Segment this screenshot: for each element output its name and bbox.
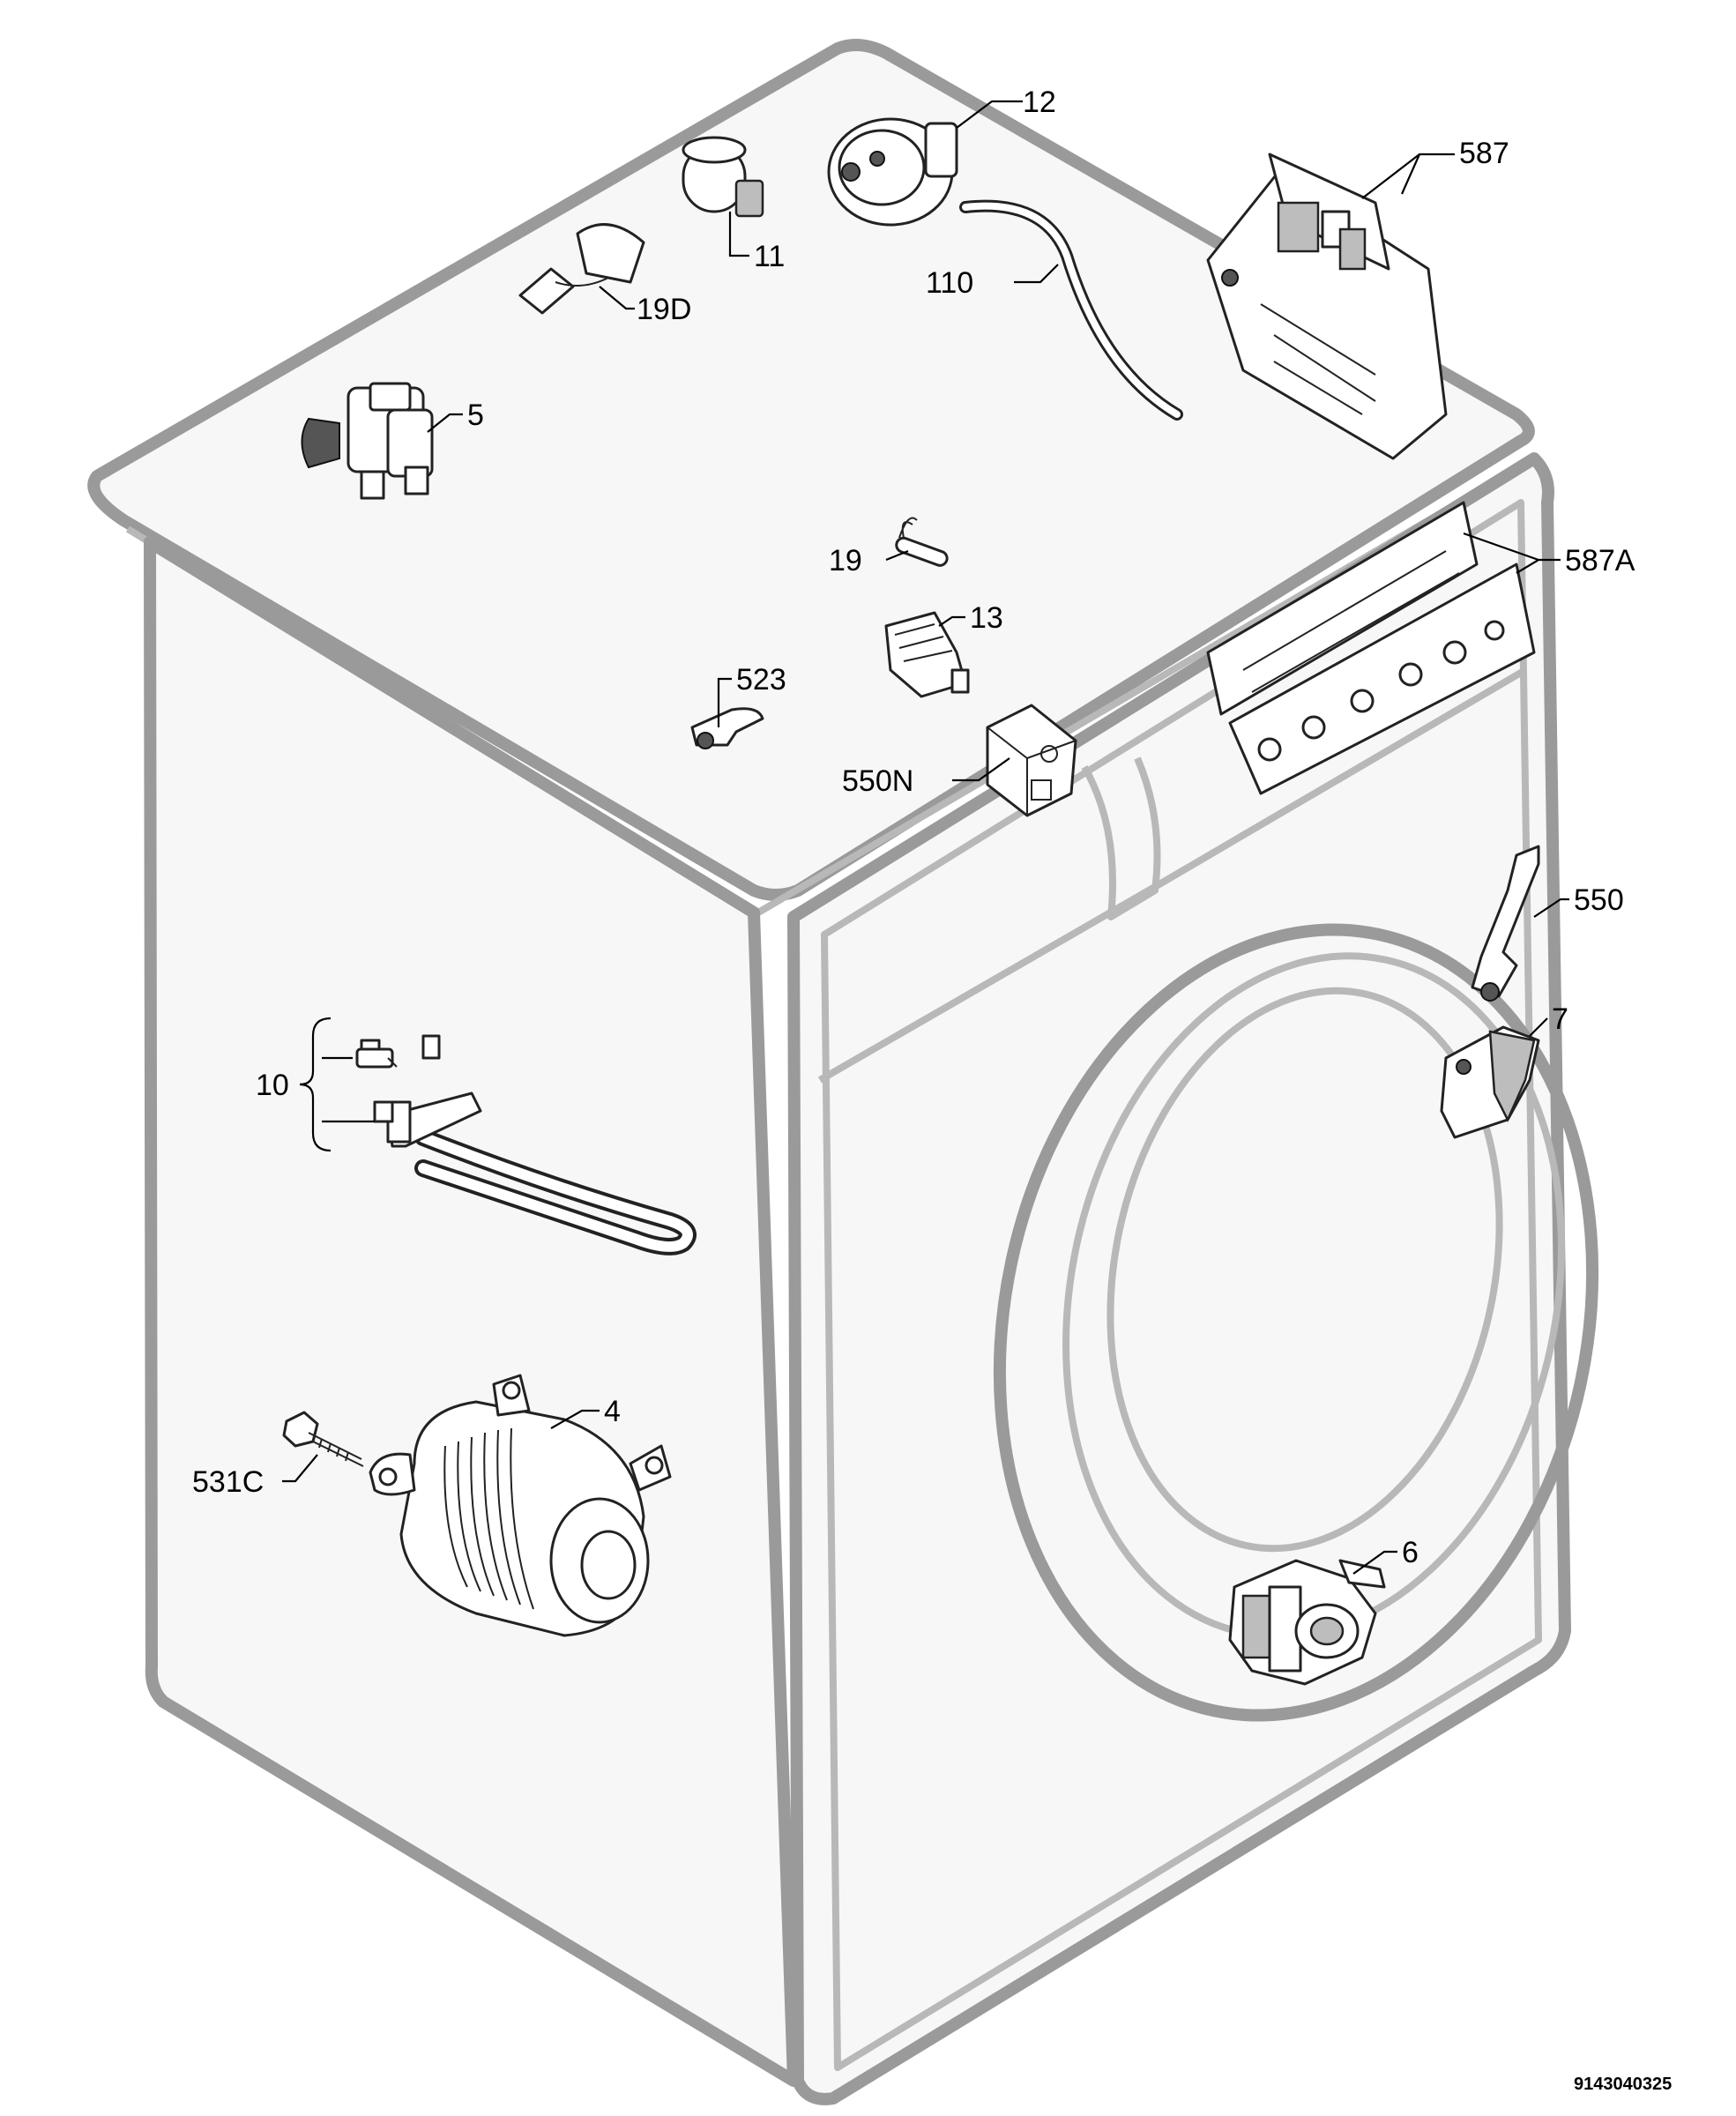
cabinet-top	[87, 39, 1535, 901]
part-587-main-board	[1206, 153, 1448, 460]
leader-587	[1361, 153, 1455, 199]
leader-587A	[1463, 532, 1561, 574]
callout-6: 6	[1402, 1536, 1419, 1569]
diagram-reference-number: 9143040325	[1574, 2075, 1672, 2094]
cabinet-left-side	[144, 536, 800, 2087]
part-11-capacitor	[682, 136, 764, 218]
part-6-drain-pump	[1228, 1559, 1386, 1686]
callout-550: 550	[1574, 883, 1624, 917]
leader-550N	[952, 757, 1010, 782]
part-4-motor	[369, 1374, 672, 1637]
part-5-inlet-valve	[301, 382, 434, 500]
callout-4: 4	[604, 1395, 621, 1428]
leader-12	[956, 100, 1023, 129]
leader-4	[550, 1409, 600, 1429]
leader-7	[1529, 1017, 1548, 1037]
callout-587A: 587A	[1565, 544, 1635, 577]
leader-110	[1014, 264, 1059, 284]
leader-19D	[599, 286, 635, 310]
leader-11	[728, 212, 749, 257]
part-587A-control-board	[1206, 501, 1536, 795]
part-550N-cover	[986, 704, 1077, 817]
callout-12: 12	[1023, 86, 1056, 119]
leader-531C	[282, 1454, 318, 1483]
callout-10: 10	[256, 1069, 289, 1102]
callout-5: 5	[467, 399, 484, 432]
part-550-door-handle	[1471, 845, 1540, 1002]
leader-13	[938, 615, 965, 627]
part-531C-bolt	[282, 1411, 364, 1467]
callout-7: 7	[1552, 1002, 1568, 1036]
leader-550	[1533, 898, 1569, 918]
leader-19	[885, 549, 909, 562]
part-10-heating-element	[355, 1034, 697, 1255]
leader-10-brace	[299, 1017, 332, 1152]
callout-19: 19	[829, 544, 862, 577]
callout-587: 587	[1459, 137, 1509, 170]
leader-lines	[282, 100, 1569, 1575]
callout-523: 523	[736, 663, 786, 697]
door-ring-outer	[993, 923, 1599, 1722]
part-7-door-interlock	[1440, 1025, 1540, 1139]
door-glass	[1106, 987, 1503, 1553]
cabinet-outline	[87, 39, 1599, 2105]
callout-19D: 19D	[637, 293, 691, 326]
callout-labels: 12 587 11 110 19D 5 587A 19 13 523 550N …	[192, 86, 1635, 1569]
callout-110: 110	[926, 266, 973, 300]
leader-523	[717, 677, 732, 727]
leader-5	[427, 413, 463, 433]
part-19D-sensor	[518, 223, 645, 315]
part-13-door-lock-connector	[884, 611, 970, 698]
part-12-pressure-switch	[827, 117, 958, 227]
leader-6	[1352, 1550, 1397, 1575]
part-19-sensor	[895, 517, 949, 567]
part-523-clip	[690, 707, 764, 749]
callout-550N: 550N	[842, 764, 913, 798]
callout-13: 13	[970, 601, 1003, 635]
callout-11: 11	[754, 240, 785, 273]
control-panel-strip	[818, 667, 1528, 1084]
callout-531C: 531C	[192, 1465, 264, 1499]
detergent-drawer	[1081, 756, 1161, 920]
